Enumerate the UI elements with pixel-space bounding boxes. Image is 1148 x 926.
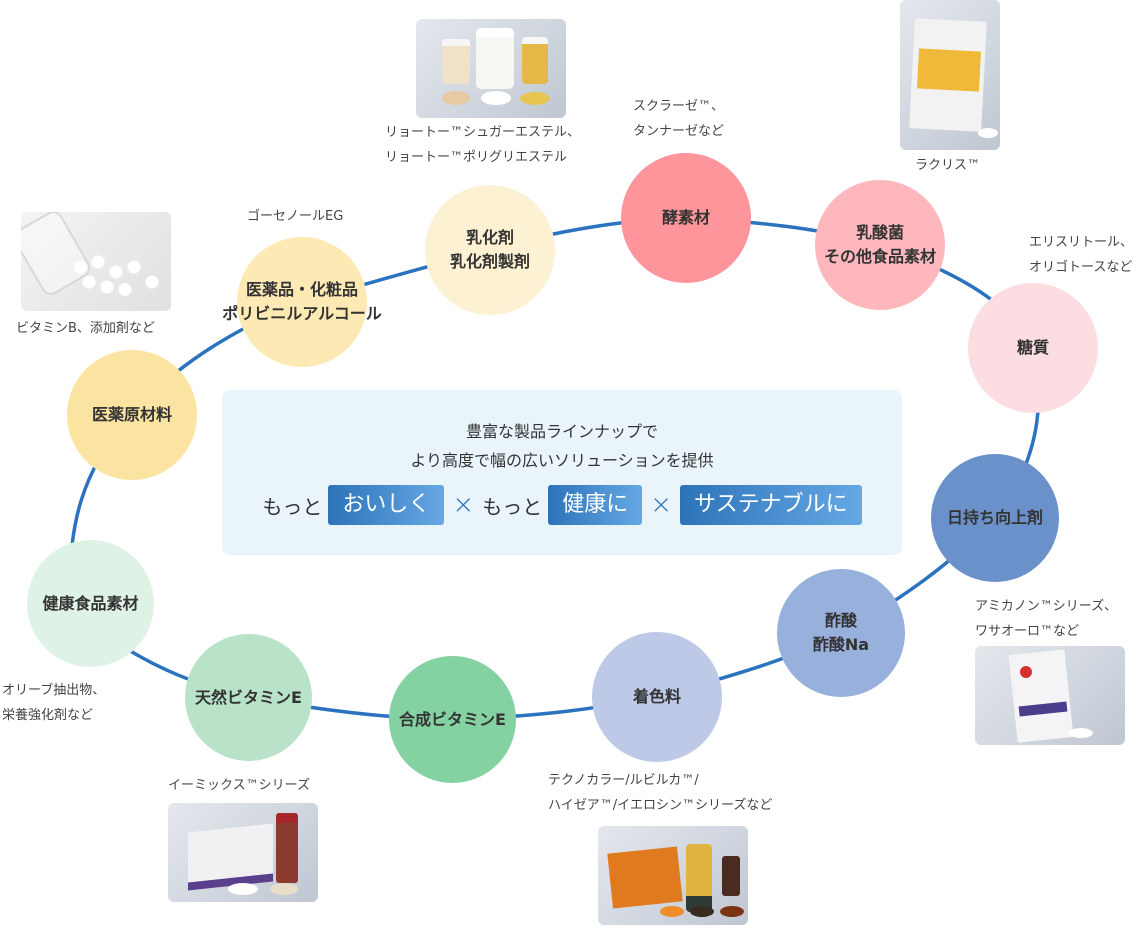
caption-line: ハイゼア™/イエロシン™シリーズなど <box>548 798 773 813</box>
jar-icon <box>476 28 514 89</box>
node-label-line-2: ポリビニルアルコール <box>222 304 382 323</box>
caption-line: リョートー™ポリグリエステル <box>385 150 568 165</box>
node-label: 医薬原材料 <box>91 405 172 424</box>
dish-icon <box>978 128 998 138</box>
tagline-more-1: もっと <box>262 494 323 519</box>
pouch-icon <box>607 846 683 909</box>
caption-enzyme: スクラーゼ™、 タンナーゼなど <box>633 94 724 144</box>
bag-icon <box>1008 649 1074 743</box>
caption-line: イーミックス™シリーズ <box>168 778 310 793</box>
bottle-icon <box>276 813 298 883</box>
dish-icon <box>270 883 298 895</box>
node-label: 健康食品素材 <box>42 593 139 613</box>
caption-pva: ゴーセノールEG <box>247 204 343 229</box>
node-synthetic-vit-e[interactable]: 合成ビタミンE <box>389 656 516 783</box>
bottle-icon <box>722 856 740 896</box>
node-label: 酵素材 <box>661 208 710 227</box>
caption-colorant: テクノカラー/ルビルカ™/ ハイゼア™/イエロシン™シリーズなど <box>548 768 772 818</box>
times-icon: × <box>650 490 673 520</box>
caption-emulsifier: リョートー™シュガーエステル、 リョートー™ポリグリエステル <box>385 120 580 170</box>
pill-healthy: 健康に <box>548 485 643 525</box>
caption-line: テクノカラー/ルビルカ™/ <box>548 773 699 788</box>
caption-line: ビタミンB、添加剤など <box>16 321 155 336</box>
node-label: 着色料 <box>632 687 681 706</box>
node-label-line-1: 医薬品・化粧品 <box>245 280 358 299</box>
dish-icon <box>481 91 511 105</box>
caption-line: オリーブ抽出物、 <box>2 683 106 698</box>
caption-line: スクラーゼ™、 <box>633 99 725 114</box>
center-line-2: より高度で幅の広いソリューションを提供 <box>410 451 714 470</box>
lacris-bag-photo[interactable] <box>900 0 1000 150</box>
node-label: 天然ビタミンE <box>195 687 302 707</box>
jar-icon <box>522 37 548 84</box>
node-label: 合成ビタミンE <box>399 709 506 729</box>
pill-tasty: おいしく <box>328 485 445 525</box>
dish-icon <box>720 906 744 917</box>
pill-sustainable: サステナブルに <box>680 485 862 525</box>
node-natural-vit-e[interactable]: 天然ビタミンE <box>185 634 312 761</box>
center-message-box: 豊富な製品ラインナップで より高度で幅の広いソリューションを提供 もっと おいし… <box>222 390 902 555</box>
dish-icon <box>442 91 470 105</box>
caption-line: リョートー™シュガーエステル、 <box>385 125 581 140</box>
caption-line: オリゴトースなど <box>1029 260 1133 275</box>
node-label: 日持ち向上剤 <box>946 508 1043 527</box>
node-emulsifier[interactable]: 乳化剤 乳化剤製剤 <box>425 185 555 315</box>
node-label-line-2: 酢酸Na <box>812 635 870 654</box>
caption-line: タンナーゼなど <box>633 124 725 139</box>
node-pharma-raw[interactable]: 医薬原材料 <box>67 350 197 480</box>
caption-line: ゴーセノールEG <box>247 209 344 224</box>
dish-icon <box>690 906 714 917</box>
dish-icon <box>228 883 258 895</box>
dish-icon <box>520 92 550 105</box>
node-shelf-life[interactable]: 日持ち向上剤 <box>931 454 1059 582</box>
node-label-line-2: 乳化剤製剤 <box>449 252 530 271</box>
caption-shelf-life: アミカノン™シリーズ、 ワサオーロ™など <box>975 594 1117 644</box>
caption-line: アミカノン™シリーズ、 <box>975 599 1118 614</box>
caption-line: ラクリス™ <box>915 158 981 173</box>
tablets-photo[interactable] <box>21 212 171 311</box>
caption-line: ワサオーロ™など <box>975 624 1080 639</box>
node-label: 糖質 <box>1016 338 1049 357</box>
emulsifier-products-photo[interactable] <box>416 19 566 118</box>
center-line-1: 豊富な製品ラインナップで <box>465 422 658 441</box>
node-label-line-1: 酢酸 <box>824 611 857 630</box>
node-label-line-1: 乳酸菌 <box>855 223 904 242</box>
caption-pharma: ビタミンB、添加剤など <box>16 316 155 341</box>
node-acetic-acid[interactable]: 酢酸 酢酸Na <box>777 569 905 697</box>
emix-products-photo[interactable] <box>168 803 318 902</box>
caption-lactic: ラクリス™ <box>915 153 980 178</box>
caption-saccharide: エリスリトール、 オリゴトースなど <box>1029 230 1133 280</box>
node-label-line-2: その他食品素材 <box>823 247 936 266</box>
node-enzyme[interactable]: 酵素材 <box>621 153 751 283</box>
logo-icon <box>1020 666 1032 678</box>
tablets-icon <box>71 252 161 302</box>
tagline-more-2: もっと <box>482 494 543 519</box>
colorant-products-photo[interactable] <box>598 826 748 925</box>
caption-health: オリーブ抽出物、 栄養強化剤など <box>2 678 105 728</box>
node-saccharide[interactable]: 糖質 <box>968 283 1098 413</box>
caption-natural-vit-e: イーミックス™シリーズ <box>168 773 310 798</box>
node-label-line-1: 乳化剤 <box>465 228 514 247</box>
amicanon-bag-photo[interactable] <box>975 646 1125 745</box>
jar-icon <box>442 39 470 84</box>
node-pva[interactable]: 医薬品・化粧品 ポリビニルアルコール <box>222 237 382 367</box>
node-colorant[interactable]: 着色料 <box>592 632 722 762</box>
pouch-icon <box>188 823 273 891</box>
node-lactic-bacteria[interactable]: 乳酸菌 その他食品素材 <box>815 180 945 310</box>
dish-icon <box>660 906 684 917</box>
caption-line: 栄養強化剤など <box>2 708 94 723</box>
node-health-food[interactable]: 健康食品素材 <box>27 540 154 667</box>
caption-line: エリスリトール、 <box>1029 235 1134 250</box>
times-icon: × <box>452 490 475 520</box>
label-icon <box>916 48 982 92</box>
bottle-icon <box>686 844 712 912</box>
powder-icon <box>1069 728 1093 738</box>
tagline: もっと おいしく × もっと 健康に × サステナブルに <box>222 485 902 525</box>
